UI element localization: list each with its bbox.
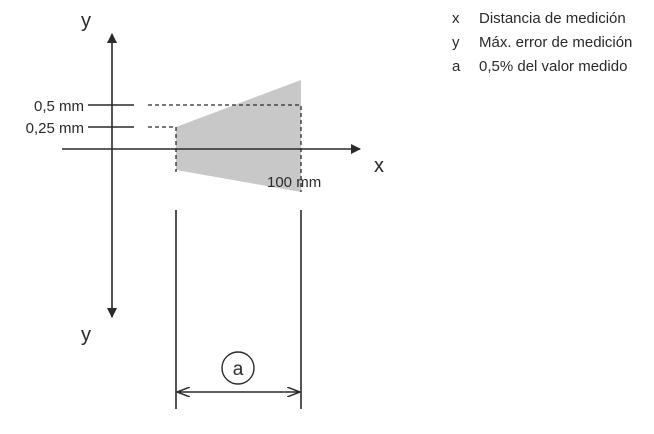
dimension-marker-label: a xyxy=(233,359,244,380)
error-band xyxy=(176,80,301,192)
x-axis-label: x xyxy=(374,155,384,177)
tick-upper-label: 0,5 mm xyxy=(34,98,84,115)
y-axis-label-top: y xyxy=(81,10,91,32)
distance-label: 100 mm xyxy=(267,174,321,191)
legend-key: a xyxy=(452,58,461,75)
legend-text: 0,5% del valor medido xyxy=(479,58,628,75)
dashed-guide-upper xyxy=(148,104,302,192)
legend: x Distancia de medición y Máx. error de … xyxy=(452,7,632,79)
legend-key: y xyxy=(452,34,460,51)
legend-item: x Distancia de medición xyxy=(452,7,632,31)
legend-text: Máx. error de medición xyxy=(479,34,633,51)
legend-item: y Máx. error de medición xyxy=(452,31,632,55)
legend-item: a 0,5% del valor medido xyxy=(452,55,632,79)
legend-key: x xyxy=(452,10,460,27)
dimension-marker-circle xyxy=(221,351,255,385)
legend-text: Distancia de medición xyxy=(479,10,626,27)
y-axis-label-bottom: y xyxy=(81,324,91,346)
tick-lower-label: 0,25 mm xyxy=(26,120,84,137)
dashed-guide-lower xyxy=(148,126,177,172)
